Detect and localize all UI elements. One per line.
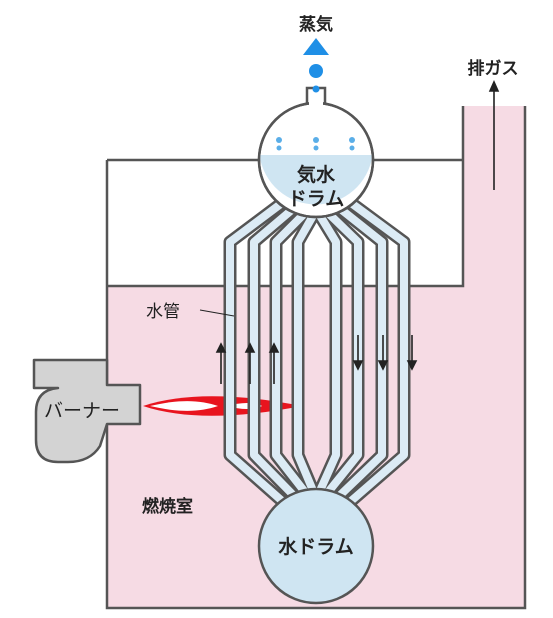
exhaust-gas-label: 排ガス (468, 58, 519, 79)
burner-label: バーナー (44, 400, 120, 422)
steam-label: 蒸気 (299, 14, 333, 35)
steam-output-icon (303, 38, 329, 93)
burner-body (32, 358, 142, 464)
down-flow-arrows (352, 335, 418, 371)
combustion-chamber-fill (107, 106, 525, 608)
water-drum-label: 水ドラム (278, 536, 353, 558)
water-tube-label: 水管 (146, 302, 180, 322)
steam-drum (257, 86, 375, 219)
steam-drum-label-line1: 気水 (297, 163, 336, 186)
exhaust-arrow (488, 80, 500, 190)
up-flow-arrows (215, 342, 280, 384)
water-tube-leader-line (199, 309, 235, 317)
steam-drum-label-line2: ドラム (288, 188, 344, 210)
combustion-chamber-label: 燃焼室 (142, 496, 193, 517)
steam-bubbles (276, 137, 355, 151)
water-drum (257, 487, 375, 605)
